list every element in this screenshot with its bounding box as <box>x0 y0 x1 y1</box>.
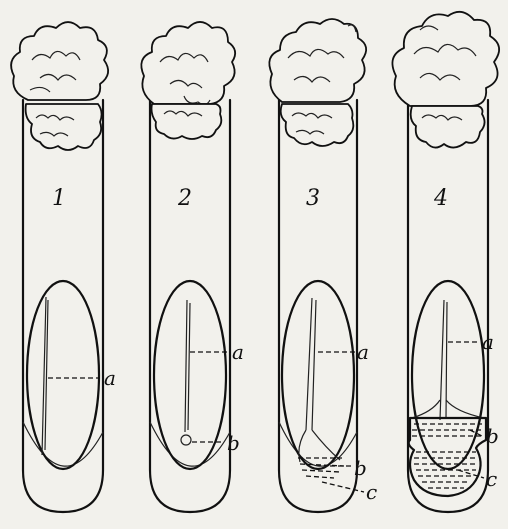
tube-3: 3 a b c <box>269 19 377 512</box>
tube-2-label-b: b <box>227 431 240 455</box>
tube-3-cotton-plug <box>269 19 366 146</box>
tube-3-colony-zone <box>282 281 354 469</box>
tube-1-colony-zone <box>27 281 99 469</box>
tube-1-cotton-plug <box>11 22 108 150</box>
tube-2-medium-slant <box>150 422 230 466</box>
tube-1: 1 a <box>11 22 116 512</box>
tube-2-number: 2 <box>177 186 192 211</box>
tube-4-stab-line <box>440 300 447 420</box>
tube-3-number: 3 <box>306 186 320 211</box>
tube-3-medium-slant <box>279 422 357 466</box>
tube-3-label-b: b <box>354 456 367 480</box>
tube-1-label-a: a <box>104 366 116 390</box>
tube-1-number: 1 <box>52 186 66 211</box>
tube-2-growth-bulb <box>181 435 191 445</box>
tube-1-stab-line <box>42 297 48 455</box>
tube-4-liquefied-funnel <box>412 400 484 418</box>
tube-4-liquefied-hatching <box>412 424 484 488</box>
tube-4-colony-zone <box>412 281 484 469</box>
tube-3-leader-c <box>322 482 364 492</box>
tube-3-culture: a b c <box>279 281 377 504</box>
tube-2: 2 a b <box>141 22 244 512</box>
tube-2-stab-line <box>185 300 190 432</box>
tube-1-medium-slant <box>23 422 103 466</box>
tube-3-stab-line <box>299 298 340 462</box>
tube-2-label-a: a <box>232 340 244 364</box>
tube-4-culture: a b c <box>409 281 499 496</box>
tube-4-label-b: b <box>486 424 499 448</box>
tube-3-label-c: c <box>366 480 377 504</box>
tube-4-label-a: a <box>482 330 494 354</box>
tube-4-number: 4 <box>433 186 448 211</box>
tube-2-cotton-plug <box>141 22 235 139</box>
tube-4-label-c: c <box>486 467 497 491</box>
tube-4: 4 a b c <box>392 12 499 512</box>
tube-3-label-a: a <box>357 340 369 364</box>
